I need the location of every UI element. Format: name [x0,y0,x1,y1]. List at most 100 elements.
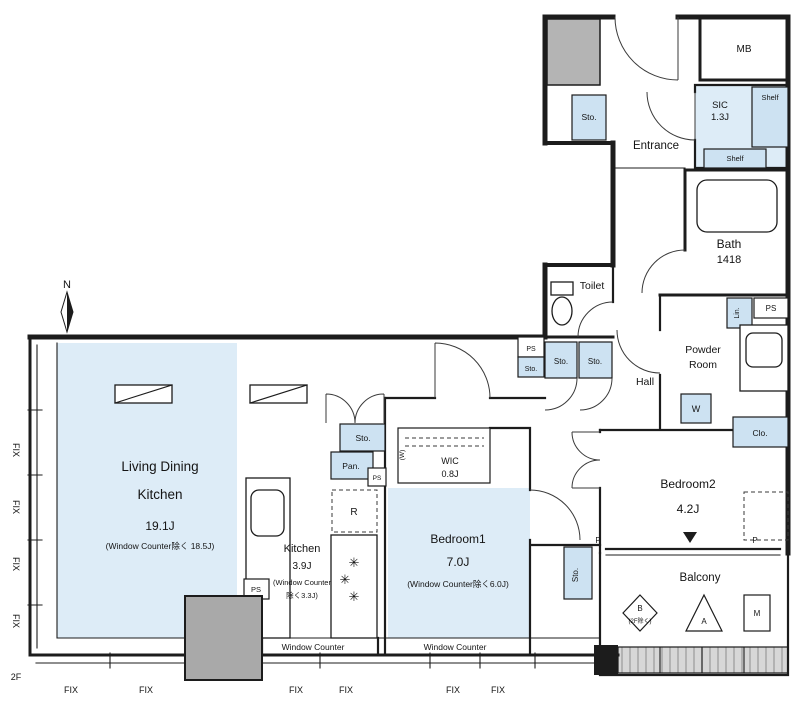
sic-door-arc [646,91,696,141]
kitchen-note-2-label: 除く3.3J) [286,590,318,600]
ldk-door-arc [434,342,491,399]
fix-window-label: FIX [491,685,505,695]
closet-bedroom2 [732,416,789,448]
bathtub [696,179,778,233]
ldk-label-1: Living Dining [121,459,198,474]
window-counter-bedroom1-label: Window Counter [424,642,487,652]
fix-window-label: FIX [289,685,303,695]
window-counter-kitchen-label: Window Counter [282,642,345,652]
wash-basin [745,332,783,368]
fix-window-label: FIX [11,614,21,628]
sic-label: SIC [712,100,728,111]
pantry-label: Pan. [342,461,360,471]
bedroom1-walls [488,426,602,657]
toilet-door-arc [577,301,614,338]
kitchen-area-label: 3.9J [293,561,312,572]
bedroom2-area-label: 4.2J [677,502,700,516]
toilet-label: Toilet [580,280,605,292]
pillar-p-right-label: P [752,536,757,545]
storage-bedroom1 [563,546,593,600]
bath-label: Bath [717,237,742,251]
balcony-access-marker [683,532,697,543]
powder-label-1: Powder [685,344,721,356]
linen-cabinet [726,297,753,329]
pantry [330,451,374,480]
kitchen-note-1-label: (Window Counter [273,578,331,587]
balcony-m-label: M [754,609,761,618]
ps-east-label: PS [766,304,777,313]
storage-hall-1-label: Sto. [554,357,568,366]
fix-window-label: FIX [339,685,353,695]
ps-hall-label: PS [526,346,536,353]
closet-label: Clo. [752,428,767,438]
wic-room [397,427,491,484]
bath-size-label: 1418 [717,254,741,266]
pillar-p-left-label: P [595,536,600,545]
wic-w-label: (W) [399,450,406,460]
fix-window-label: FIX [11,557,21,571]
compass-needle-fill-icon [67,292,73,332]
ldk-area-label: 19.1J [145,519,174,533]
sic-area-label: 1.3J [711,112,729,123]
balcony-drain-grate [617,646,789,674]
powder-room-walls [598,293,735,432]
closet-dashed-bedroom2 [743,491,789,541]
ps-duct-kitchen [367,467,387,487]
bedroom1-door-arc [529,489,581,541]
storage-hall-small-label: Sto. [525,366,538,373]
ceiling-beam-2-slash [249,384,308,404]
wic-shelf-dashes [405,437,484,447]
washer-space [680,393,712,424]
stove-burner-icon: ✳ [340,572,351,587]
storage-hall-2 [578,341,613,379]
compass-n-label: N [63,279,71,291]
wall-end-block [594,645,618,675]
ps-duct-east [753,297,789,319]
window-mullion-ticks [27,409,536,669]
fix-window-label: FIX [64,685,78,695]
storage-kitchen [339,423,386,452]
stove-burner-icon: ✳ [349,555,360,570]
ldk-label-2: Kitchen [137,487,182,502]
sic-walls [693,83,790,170]
bath-door-arc [641,249,686,294]
hall-storage-door-arcs [544,377,613,411]
linen-label: Lin. [734,307,741,318]
sic-shelf-bottom [703,148,767,169]
ldk-note-label: (Window Counter除く 18.5J) [106,541,215,551]
storage-hall-1 [544,341,578,379]
evacuation-hatch-symbol [622,594,658,632]
washer-label: W [692,404,701,414]
balcony-b-note-label: (2F除く) [629,617,652,625]
bedroom1-label: Bedroom1 [430,532,486,546]
bedroom1-floor [388,488,530,638]
storage-kitchen-label: Sto. [355,433,370,443]
balcony-triangle-symbol [685,593,723,632]
mb-label: MB [737,44,752,55]
exterior-wall-window-side [28,335,620,657]
kitchen-counter-stove [330,534,378,639]
storage-double-door-arcs [325,393,385,424]
powder-label-2: Room [689,359,717,371]
toilet-tank [550,281,574,296]
toilet-bowl [551,296,573,326]
floor-2f-label: 2F [11,672,22,682]
stove-burner-icon: ✳ [349,589,360,604]
wic-label: WIC [441,456,459,466]
balcony-label: Balcony [680,572,721,584]
powder-door-arc [616,329,661,374]
window-glazing-lines [35,342,615,664]
kitchen-sink [250,489,285,537]
balcony-walls [598,551,790,677]
bedroom1-note-label: (Window Counter除く6.0J) [407,579,509,589]
fix-window-label: FIX [139,685,153,695]
shaft-block [546,18,601,86]
kitchen-label: Kitchen [284,543,321,555]
balcony-b-label: B [637,604,642,613]
fix-window-label: FIX [11,443,21,457]
balcony-a-label: A [701,617,707,626]
ceiling-beam-1-slash [114,384,173,404]
storage-bedroom1-label: Sto. [571,568,580,582]
